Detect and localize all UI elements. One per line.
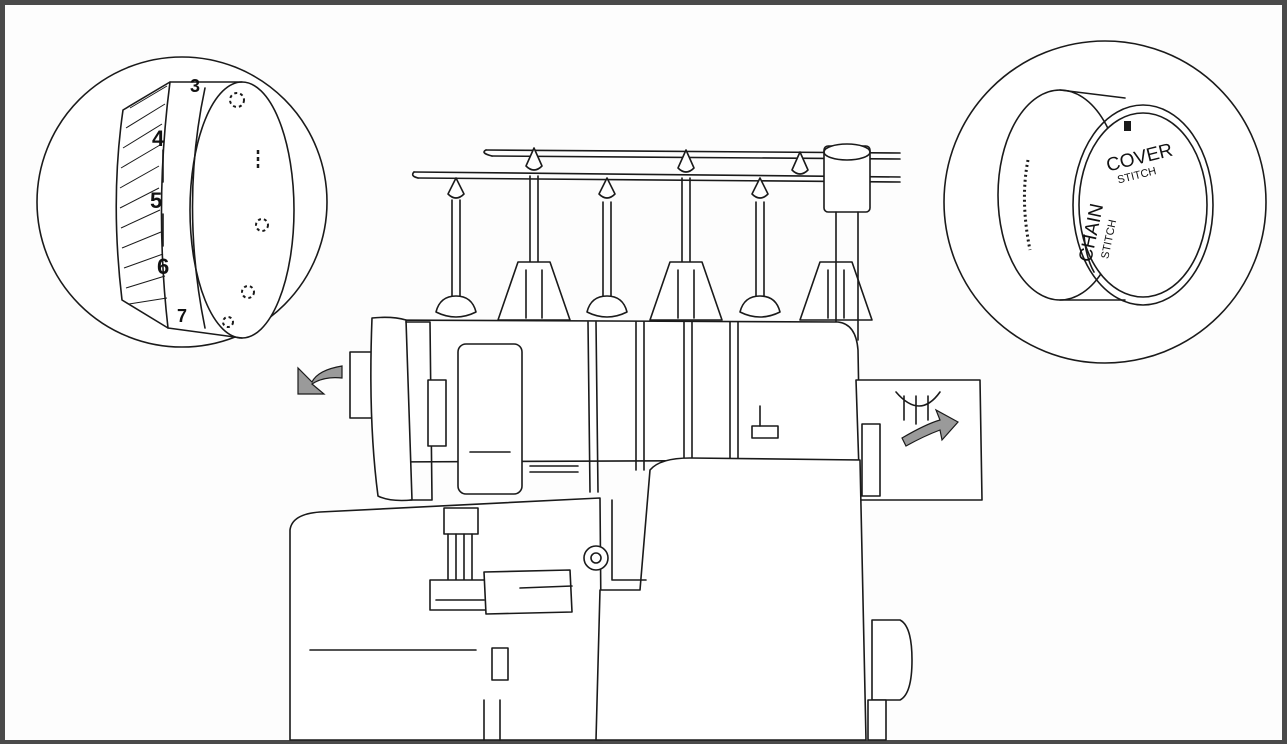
dial-number-5: 5 [150,188,162,213]
thread-guide [525,147,543,171]
thread-stand [411,143,901,341]
stitch-length-dial-callout: 3 4 5 6 7 [36,56,328,348]
dial-number-6: 6 [157,254,169,279]
dial-number-3: 3 [190,76,200,96]
left-callout-arrow [297,365,343,395]
thread-guide [751,177,769,199]
dial-number-7: 7 [177,306,187,326]
chain-cover-selector-callout: COVER STITCH CHAIN STITCH [943,40,1267,364]
dial-face-marks [222,92,269,328]
thread-guide [598,177,616,199]
serger-body [289,316,983,741]
knurled-edge [119,85,168,305]
thread-guide [447,177,465,199]
thread-guide [791,151,809,175]
knob-ridge-marks [1022,159,1032,251]
thread-guide [677,149,695,173]
handwheel-arrow [901,408,959,447]
indicator-mark [1124,121,1131,131]
dial-number-4: 4 [152,126,165,151]
